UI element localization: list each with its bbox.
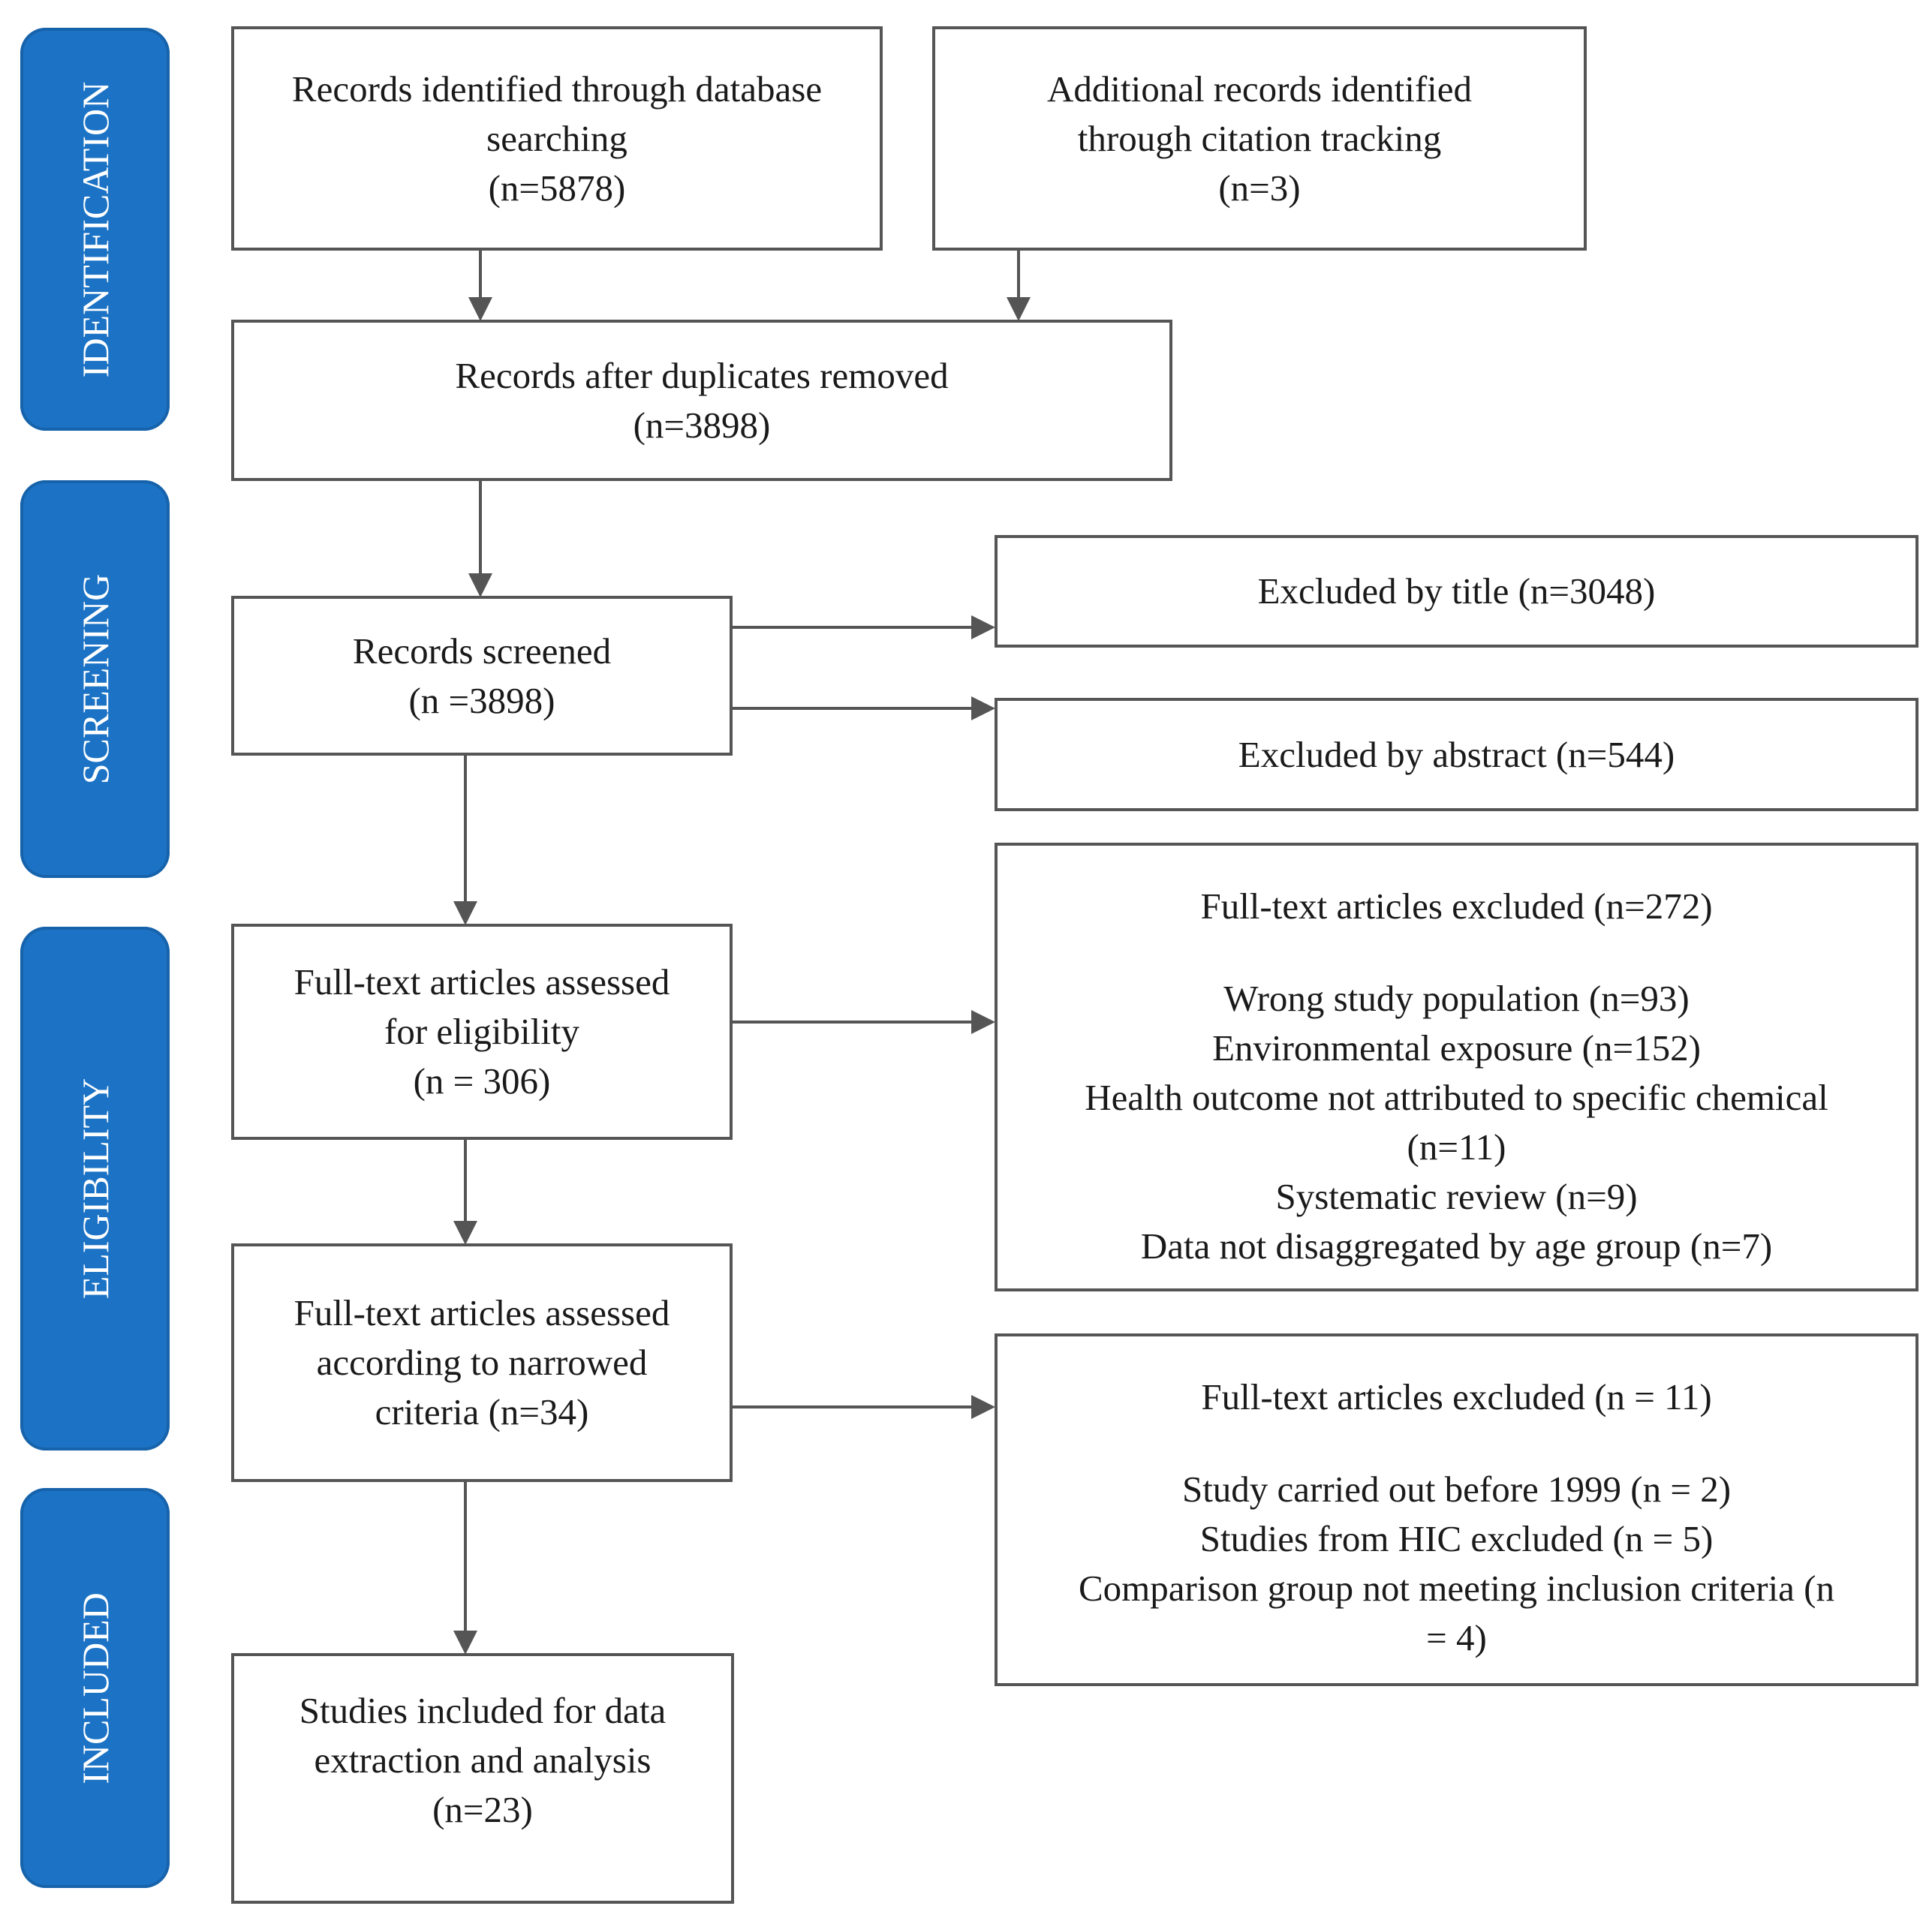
citation-tracking-box: Additional records identified through ci… <box>932 26 1587 251</box>
database-search-line1: Records identified through database <box>291 68 823 110</box>
excluded-by-title-box: Excluded by title (n=3048) <box>995 535 1918 648</box>
fulltext-assessed-box: Full-text articles assessed for eligibil… <box>231 924 733 1140</box>
fulltext-assessed-count: (n = 306) <box>413 1060 551 1102</box>
citation-tracking-count: (n=3) <box>1218 167 1301 209</box>
database-search-line2: searching <box>486 117 627 159</box>
fulltext-excluded-272-box: Full-text articles excluded (n=272) Wron… <box>995 843 1918 1291</box>
exclusion-reason: Study carried out before 1999 (n = 2) <box>1181 1469 1732 1510</box>
exclusion-reason: Studies from HIC excluded (n = 5) <box>1199 1518 1714 1559</box>
records-screened-count: (n =3898) <box>408 679 555 721</box>
exclusion-reason: = 4) <box>1426 1617 1487 1658</box>
exclusion-reason: Environmental exposure (n=152) <box>1212 1027 1701 1069</box>
narrowed-criteria-box: Full-text articles assessed according to… <box>231 1243 733 1482</box>
narrowed-criteria-line1: Full-text articles assessed <box>293 1292 670 1333</box>
duplicates-removed-count: (n=3898) <box>633 404 771 446</box>
studies-included-line1: Studies included for data <box>299 1690 667 1731</box>
studies-included-box: Studies included for data extraction and… <box>231 1653 734 1904</box>
narrowed-criteria-line3: criteria (n=34) <box>375 1391 589 1432</box>
exclusion-reason: (n=11) <box>1407 1126 1506 1168</box>
database-search-box: Records identified through database sear… <box>231 26 883 251</box>
excluded-by-title-text: Excluded by title (n=3048) <box>1257 570 1656 612</box>
citation-tracking-line2: through citation tracking <box>1077 117 1442 159</box>
phase-identification: IDENTIFICATION <box>20 28 170 431</box>
exclusion-reason: Health outcome not attributed to specifi… <box>1085 1077 1828 1118</box>
fulltext-assessed-line2: for eligibility <box>384 1011 579 1052</box>
exclusion-reason: Comparison group not meeting inclusion c… <box>1078 1568 1834 1609</box>
excluded-by-abstract-box: Excluded by abstract (n=544) <box>995 698 1918 811</box>
exclusion-reason: Wrong study population (n=93) <box>1223 978 1690 1019</box>
fulltext-excluded-11-box: Full-text articles excluded (n = 11) Stu… <box>995 1333 1918 1686</box>
excluded-by-abstract-text: Excluded by abstract (n=544) <box>1238 733 1675 775</box>
studies-included-line2: extraction and analysis <box>314 1739 652 1781</box>
studies-included-count: (n=23) <box>432 1789 533 1830</box>
records-screened-box: Records screened (n =3898) <box>231 596 733 756</box>
records-screened-line1: Records screened <box>352 630 612 672</box>
duplicates-removed-line1: Records after duplicates removed <box>455 354 949 396</box>
exclusion-reason: Data not disaggregated by age group (n=7… <box>1140 1225 1773 1267</box>
duplicates-removed-box: Records after duplicates removed (n=3898… <box>231 320 1172 481</box>
citation-tracking-line1: Additional records identified <box>1046 68 1473 110</box>
phase-screening: SCREENING <box>20 480 170 878</box>
exclusion-reason: Systematic review (n=9) <box>1275 1176 1638 1217</box>
fulltext-excluded-272-heading: Full-text articles excluded (n=272) <box>1200 885 1713 927</box>
phase-eligibility: ELIGIBILITY <box>20 927 170 1451</box>
narrowed-criteria-line2: according to narrowed <box>316 1342 648 1383</box>
fulltext-assessed-line1: Full-text articles assessed <box>293 961 670 1003</box>
database-search-count: (n=5878) <box>488 167 626 209</box>
fulltext-excluded-11-heading: Full-text articles excluded (n = 11) <box>1201 1376 1712 1417</box>
phase-included: INCLUDED <box>20 1488 170 1888</box>
